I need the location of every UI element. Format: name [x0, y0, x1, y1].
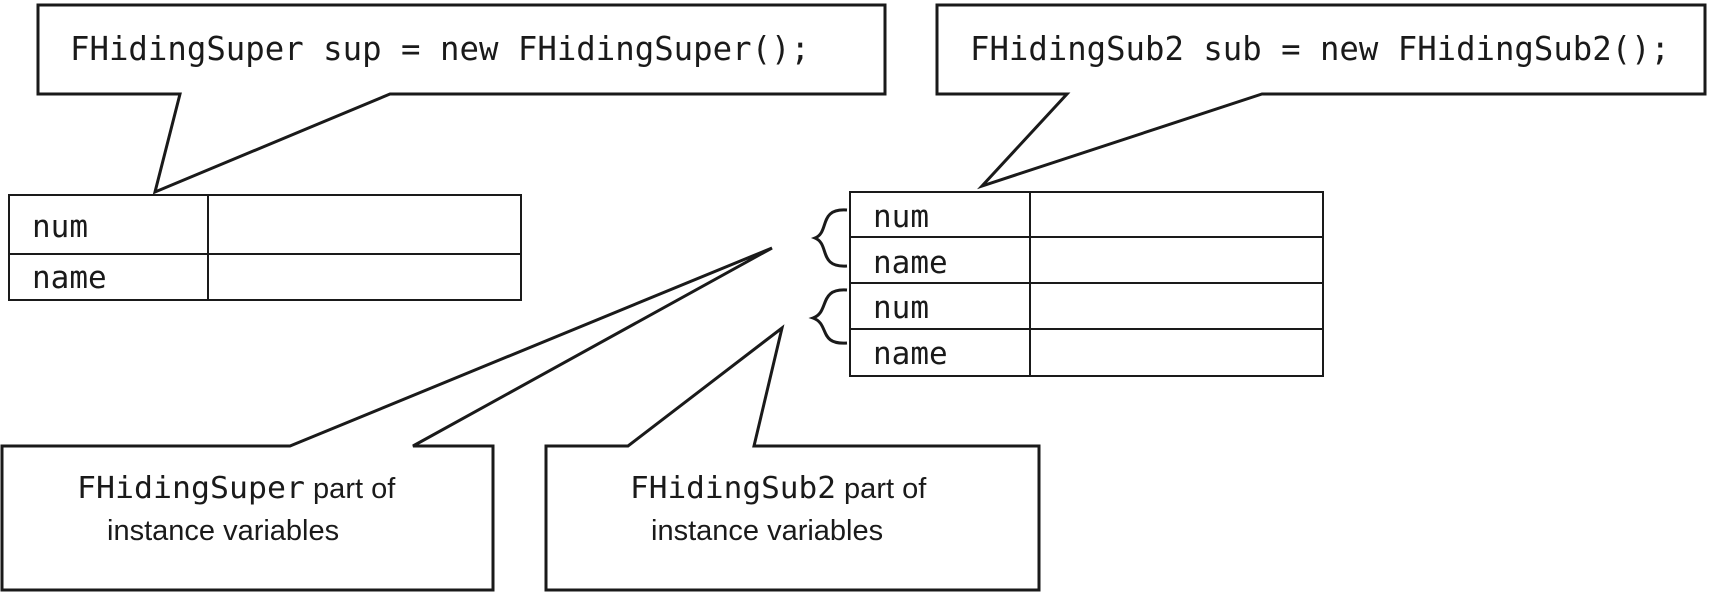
super-part-legend: FHidingSuper part of instance variables	[0, 246, 773, 592]
sub-part-brace	[808, 288, 848, 345]
sub-part-legend-line1: FHidingSub2 part of	[630, 471, 927, 506]
super-field-num: num	[32, 209, 88, 245]
sub-part-legend: FHidingSub2 part of instance variables	[544, 324, 1041, 592]
super-field-name: name	[32, 260, 107, 296]
sub-object-table: num name num name	[849, 191, 1324, 377]
super-declaration-code: FHidingSuper sup = new FHidingSuper();	[70, 29, 810, 68]
sub-part-legend-line2: instance variables	[651, 515, 883, 547]
sub-declaration-callout: FHidingSub2 sub = new FHidingSub2();	[935, 3, 1707, 190]
super-part-legend-line2: instance variables	[107, 515, 339, 547]
super-part-suffix: part of	[305, 473, 396, 505]
sub-field-num-own: num	[873, 290, 929, 326]
super-part-class-name: FHidingSuper	[77, 471, 305, 506]
super-part-legend-line1: FHidingSuper part of	[77, 471, 396, 506]
super-part-brace	[810, 208, 848, 268]
sub-part-suffix: part of	[836, 473, 927, 505]
sub-declaration-code: FHidingSub2 sub = new FHidingSub2();	[970, 29, 1670, 68]
sub-field-num-inherited: num	[873, 199, 929, 235]
super-declaration-callout: FHidingSuper sup = new FHidingSuper();	[36, 3, 887, 195]
sub-field-name-inherited: name	[873, 245, 948, 281]
sub-field-name-own: name	[873, 336, 948, 372]
sub-part-class-name: FHidingSub2	[630, 471, 836, 506]
super-object-table: num name	[8, 194, 522, 301]
